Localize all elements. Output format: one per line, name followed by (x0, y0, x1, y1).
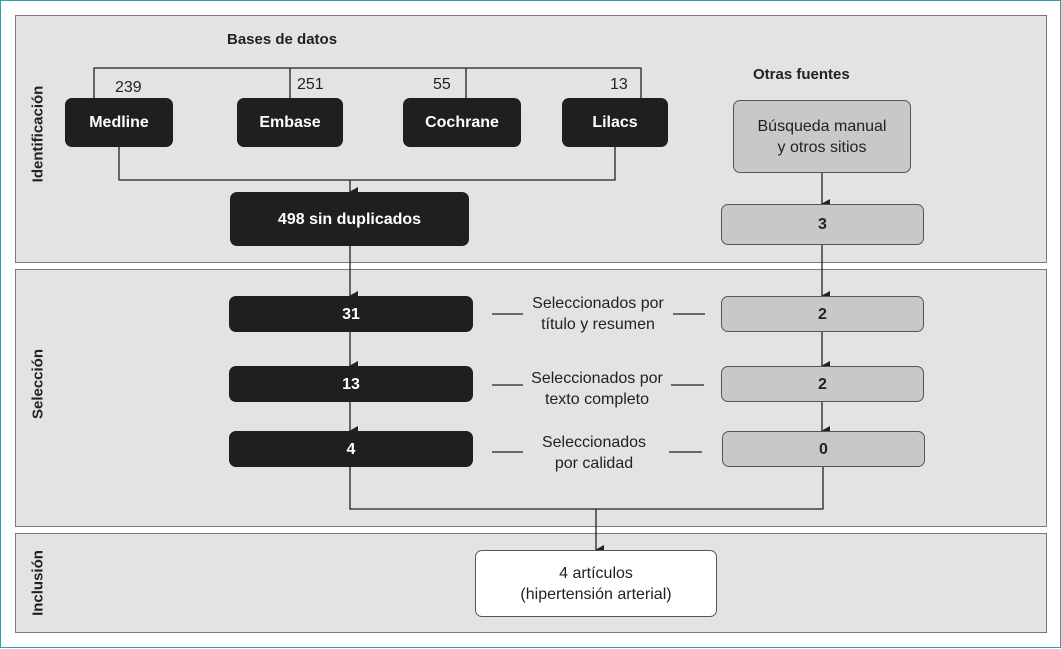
result-box: 4 artículos (hipertensión arterial) (475, 550, 717, 617)
stage3-db-count-box: 4 (229, 431, 473, 467)
stage2-other-count-box: 2 (721, 366, 924, 402)
databases-merge-line (118, 147, 616, 181)
stage3-other-count-box: 0 (722, 431, 925, 467)
lilacs-count: 13 (610, 76, 628, 93)
stage1-db-count-box: 31 (229, 296, 473, 332)
cochrane-label: Cochrane (425, 114, 499, 131)
lilacs-box: Lilacs (562, 98, 668, 147)
medline-count: 239 (115, 79, 142, 96)
databases-bracket-line (93, 67, 642, 98)
final-merge-line (349, 467, 824, 510)
embase-label: Embase (259, 114, 321, 131)
embase-count: 251 (297, 76, 324, 93)
deduplicated-box: 498 sin duplicados (230, 192, 469, 246)
other-sources-heading: Otras fuentes (753, 66, 850, 83)
embase-box: Embase (237, 98, 343, 147)
cochrane-box: Cochrane (403, 98, 521, 147)
stage1-other-count-box: 2 (721, 296, 924, 332)
databases-heading: Bases de datos (227, 31, 338, 48)
stage2-label: Seleccionados por texto completo (531, 370, 663, 408)
lilacs-label: Lilacs (592, 114, 638, 131)
other-sources-count-box: 3 (721, 204, 924, 245)
medline-box: Medline (65, 98, 173, 147)
cochrane-count: 55 (433, 76, 451, 93)
manual-search-box: Búsqueda manual y otros sitios (733, 100, 911, 173)
stage1-label: Seleccionados por título y resumen (532, 295, 664, 333)
stage2-db-count-box: 13 (229, 366, 473, 402)
medline-label: Medline (89, 114, 149, 131)
stage3-label: Seleccionados por calidad (541, 434, 647, 472)
